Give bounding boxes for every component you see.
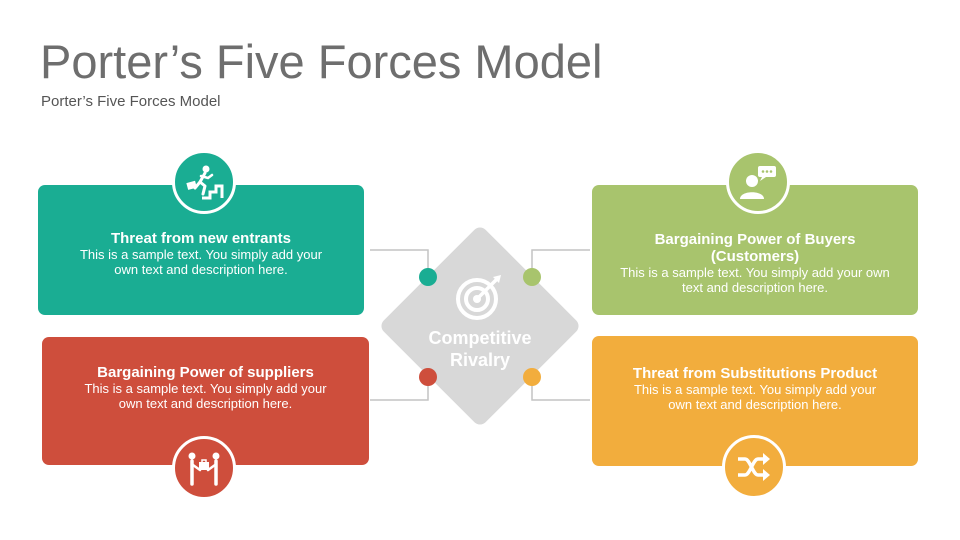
center-label-line: Rivalry: [449, 350, 511, 370]
customer-chat-icon: [726, 150, 790, 214]
force-title-line: Bargaining Power of Buyers: [654, 231, 856, 248]
shuffle-icon: [722, 435, 786, 499]
force-desc-line: own text and description here.: [114, 262, 288, 277]
page-subtitle: Porter’s Five Forces Model: [41, 93, 221, 110]
handshake-people-icon: [172, 436, 236, 500]
force-desc-line: This is a sample text. You simply add yo…: [79, 247, 323, 262]
connector-dot-suppliers: [419, 368, 437, 386]
page-title: Porter’s Five Forces Model: [40, 35, 603, 88]
connector-dot-buyers: [523, 268, 541, 286]
center-label: Competitive Rivalry: [420, 327, 540, 371]
target-icon: [455, 273, 505, 326]
force-title: Threat from new entrants: [110, 230, 292, 247]
connector-line-buyers: [531, 249, 590, 277]
connector-line-substitutes: [531, 377, 590, 401]
force-desc-line: own text and description here.: [668, 397, 842, 412]
connector-dot-new-entrants: [419, 268, 437, 286]
force-desc-line: This is a sample text. You simply add yo…: [620, 265, 890, 280]
force-desc-line: text and description here.: [682, 280, 828, 295]
competitive-rivalry-diamond: [378, 224, 582, 428]
force-title: Bargaining Power of suppliers: [97, 364, 314, 381]
force-title-line: (Customers): [710, 248, 800, 265]
force-desc-line: This is a sample text. You simply add yo…: [84, 381, 327, 396]
force-title: Threat from Substitutions Product: [632, 365, 878, 382]
force-desc-line: own text and description here.: [118, 396, 293, 411]
connector-dot-substitutes: [523, 368, 541, 386]
force-desc-line: This is a sample text. You simply add yo…: [633, 382, 877, 397]
person-climbing-stairs-icon: [172, 150, 236, 214]
center-label-line: Competitive: [428, 328, 532, 348]
